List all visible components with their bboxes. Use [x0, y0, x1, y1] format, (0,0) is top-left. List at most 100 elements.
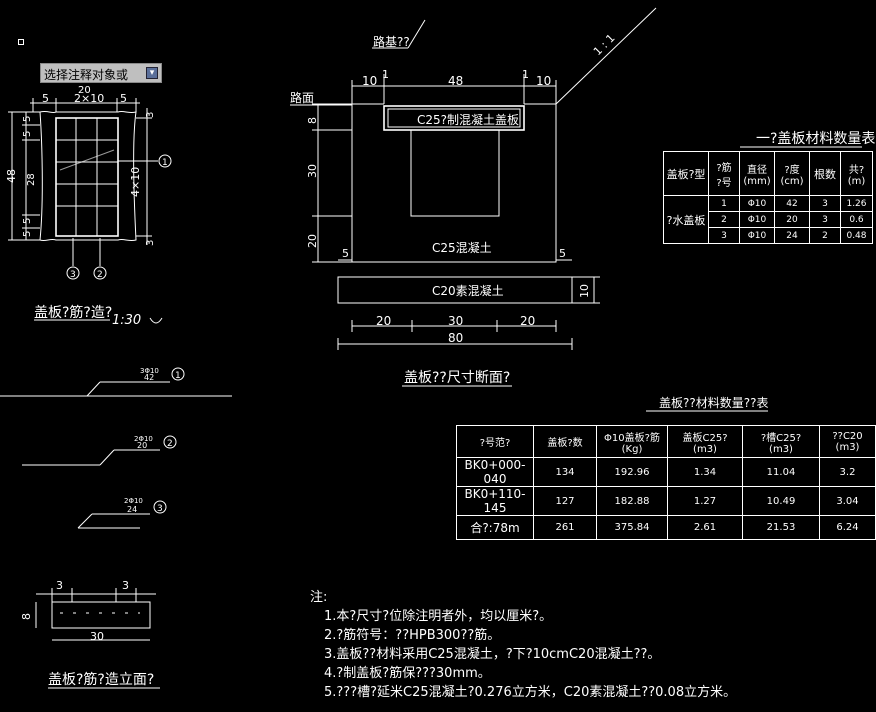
t1-r1-c5: 1.26 [840, 195, 873, 212]
t1-r2-c5: 0.6 [840, 211, 873, 228]
dim-left-1: 5 [22, 116, 33, 122]
bar2-spec: 2Φ10 [134, 435, 153, 443]
t2-header-count: 盖板?数 [533, 425, 597, 458]
t1-header-len: ?度 (cm) [774, 151, 810, 196]
t2-r2-c4: 1.27 [667, 486, 743, 516]
bar2-id: 2 [167, 439, 173, 449]
t1-header-no: ?筋 ?号 [708, 151, 740, 196]
t2-r3-c4: 2.61 [667, 515, 743, 540]
prompt-label: 选择注释对象或 [44, 68, 129, 82]
top-dim-5: 10 [536, 74, 551, 88]
elev-dim-2: 3 [122, 579, 129, 592]
t1-header-count: 根数 [809, 151, 841, 196]
dim-top-4: 5 [120, 92, 127, 105]
dim-left-6: 5 [22, 231, 33, 237]
t2-r2-c2: 127 [533, 486, 597, 516]
elevation-title: 盖板?筋?造立面? [48, 671, 154, 688]
t1-type-cell: ?水盖板 [663, 195, 709, 244]
bar3-length: 24 [127, 505, 137, 514]
dim-right-2: 4×10 [129, 167, 142, 197]
base-dim: 10 [578, 284, 591, 298]
t1-r1-c3: 42 [774, 195, 810, 212]
dim-left-3: 48 [5, 169, 18, 183]
bar3-spec: 2Φ10 [124, 497, 143, 505]
surface-label: 路面 [290, 90, 314, 105]
t2-header-steel: Φ10盖板?筋 (Kg) [596, 425, 668, 458]
rebar-plan-drawing: 5 20 2×10 5 5 5 48 28 5 5 3 4×10 [5, 85, 172, 328]
annotation-prompt-tooltip[interactable]: 选择注释对象或 ▾ [40, 63, 162, 83]
slope-label: 1 : 1 [591, 31, 618, 58]
t2-header-range: ?号范? [456, 425, 534, 458]
callout-3: 3 [70, 270, 76, 280]
t2-r2-c5: 10.49 [742, 486, 820, 516]
left-dim-3: 20 [306, 234, 319, 248]
t2-r1-c6: 3.2 [819, 457, 876, 487]
t2-r1-c2: 134 [533, 457, 597, 487]
t2-header-c25-trench: ?槽C25? (m3) [742, 425, 820, 458]
t2-r1-c4: 1.34 [667, 457, 743, 487]
t2-r1-c5: 11.04 [742, 457, 820, 487]
foot-dim-left: 5 [342, 247, 349, 260]
t1-r3-c5: 0.48 [840, 227, 873, 244]
bottom-dim-3: 20 [520, 314, 535, 328]
dim-top-1: 5 [42, 92, 49, 105]
t2-r1-c3: 192.96 [596, 457, 668, 487]
top-dim-1: 10 [362, 74, 377, 88]
t1-header-dia: 直径 (mm) [739, 151, 775, 196]
t1-header-type: 盖板?型 [663, 151, 709, 196]
snap-marker [18, 39, 24, 45]
t1-r1-c1: 1 [708, 195, 740, 212]
notes-block: 注: 1.本?尺寸?位除注明者外，均以厘米?。 2.?筋符号：??HPB300?… [310, 588, 736, 702]
t2-header-c20: ??C20 (m3) [819, 425, 876, 458]
dim-top-2: 20 [78, 85, 91, 96]
note-2: 2.?筋符号：??HPB300??筋。 [324, 628, 501, 643]
rebar-elevation-drawing: 3 3 8 30 盖板?筋?造立面? [20, 579, 160, 689]
t1-r2-c4: 3 [809, 211, 841, 228]
rebar-plan-scale: 1:30 [112, 313, 141, 328]
bar2-length: 20 [137, 441, 147, 450]
section-drawing: 路基?? 1 : 1 10 1 48 1 10 路面 C25?制混凝土盖板 C2… [290, 7, 657, 387]
rebar-plan-title: 盖板?筋?造? [34, 304, 112, 321]
t1-header-total: 共? (m) [840, 151, 873, 196]
t1-r3-c2: Φ10 [739, 227, 775, 244]
material-table-2: ?号范? 盖板?数 Φ10盖板?筋 (Kg) 盖板C25? (m3) ?槽C25… [456, 425, 876, 540]
t2-r2-c6: 3.04 [819, 486, 876, 516]
t1-r2-c3: 20 [774, 211, 810, 228]
t2-r2-c3: 182.88 [596, 486, 668, 516]
bottom-dim-2: 30 [448, 314, 463, 328]
elev-dim-3: 8 [20, 613, 33, 620]
left-dim-1: 8 [306, 117, 319, 124]
t1-r1-c4: 3 [809, 195, 841, 212]
notes-heading: 注: [310, 590, 328, 605]
t2-r3-c6: 6.24 [819, 515, 876, 540]
prompt-dropdown-icon[interactable]: ▾ [146, 67, 158, 79]
t2-r3-c3: 375.84 [596, 515, 668, 540]
t2-header-c25-cover: 盖板C25? (m3) [667, 425, 743, 458]
t2-r3-c1: 合?:78m [456, 515, 534, 540]
bar3-id: 3 [157, 504, 163, 514]
elev-dim-1: 3 [56, 579, 63, 592]
callout-2: 2 [97, 270, 103, 280]
bottom-dim-1: 20 [376, 314, 391, 328]
left-dim-2: 30 [306, 164, 319, 178]
t2-r3-c2: 261 [533, 515, 597, 540]
top-dim-2: 1 [382, 68, 389, 81]
t1-r3-c3: 24 [774, 227, 810, 244]
note-1: 1.本?尺寸?位除注明者外，均以厘米?。 [324, 609, 553, 624]
t1-r3-c4: 2 [809, 227, 841, 244]
t1-r3-c1: 3 [708, 227, 740, 244]
wall-label: C25混凝土 [432, 240, 492, 255]
note-4: 4.?制盖板?筋保???30mm。 [324, 666, 491, 681]
t2-r3-c5: 21.53 [742, 515, 820, 540]
top-dim-3: 48 [448, 74, 463, 88]
bar1-id: 1 [175, 371, 181, 381]
table2-title: 盖板??材料数量??表 [659, 395, 768, 410]
total-dim: 80 [448, 331, 463, 345]
dim-right-3: 3 [145, 240, 156, 246]
elev-dim-4: 30 [90, 630, 104, 643]
t2-r1-c1: BK0+000-040 [456, 457, 534, 487]
dim-left-2: 5 [22, 131, 33, 137]
callout-1: 1 [162, 158, 168, 168]
bar-shapes: 3Φ10 42 1 2Φ10 20 2 2Φ10 24 3 [0, 367, 232, 529]
